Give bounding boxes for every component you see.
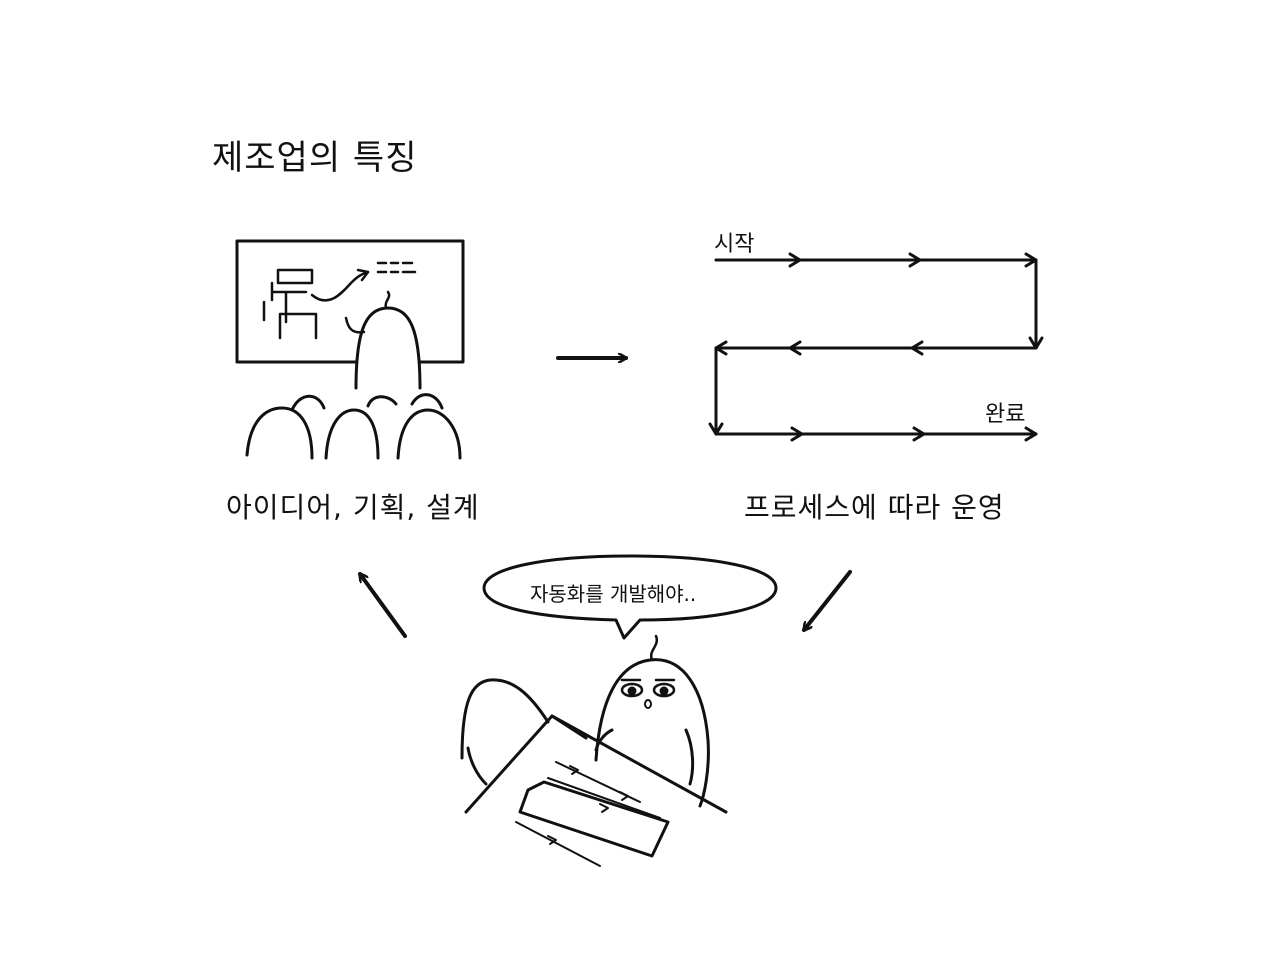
left-figure [460, 678, 550, 760]
idea-stage-label: 아이디어, 기획, 설계 [226, 491, 480, 524]
right-eye-icon [652, 682, 676, 698]
flow-arrowhead [910, 340, 924, 356]
flow-arrowhead [708, 422, 724, 436]
flow-arrowhead [788, 252, 802, 268]
whiteboard-flowchart-icon [262, 268, 318, 340]
process-flow [708, 252, 1044, 442]
process-end-label: 완료 [985, 402, 1026, 427]
whiteboard-arrow-icon [310, 270, 370, 302]
whiteboard [235, 239, 465, 364]
developer-character [594, 634, 710, 808]
speech-bubble [482, 554, 778, 640]
flow-arrowhead [908, 252, 922, 268]
automation-stage-illustration [460, 634, 728, 867]
arm-right [684, 728, 695, 786]
arrow-automation-to-idea [358, 574, 407, 638]
idea-stage-illustration [235, 239, 465, 460]
flow-arrowhead [788, 340, 802, 356]
audience-figures [245, 393, 462, 460]
presenter-figure [344, 290, 422, 390]
process-stage-label: 프로세스에 따라 운영 [744, 491, 1005, 524]
left-eye-icon [620, 682, 644, 698]
arrow-process-to-automation [802, 570, 852, 630]
flow-arrowhead [790, 426, 804, 442]
process-start-label: 시작 [714, 232, 755, 257]
speech-bubble-text: 자동화를 개발해야.. [530, 582, 697, 606]
mouth-icon [644, 699, 652, 709]
flow-arrowhead [912, 426, 926, 442]
flow-arrowhead [714, 340, 728, 356]
flow-arrowhead [1024, 252, 1038, 268]
flow-arrowhead [1028, 336, 1044, 350]
page-title: 제조업의 특징 [212, 138, 418, 178]
arm-left [594, 728, 614, 752]
flow-arrowhead [1024, 426, 1038, 442]
drafting-board [464, 714, 728, 867]
whiteboard-text-lines [376, 261, 417, 274]
